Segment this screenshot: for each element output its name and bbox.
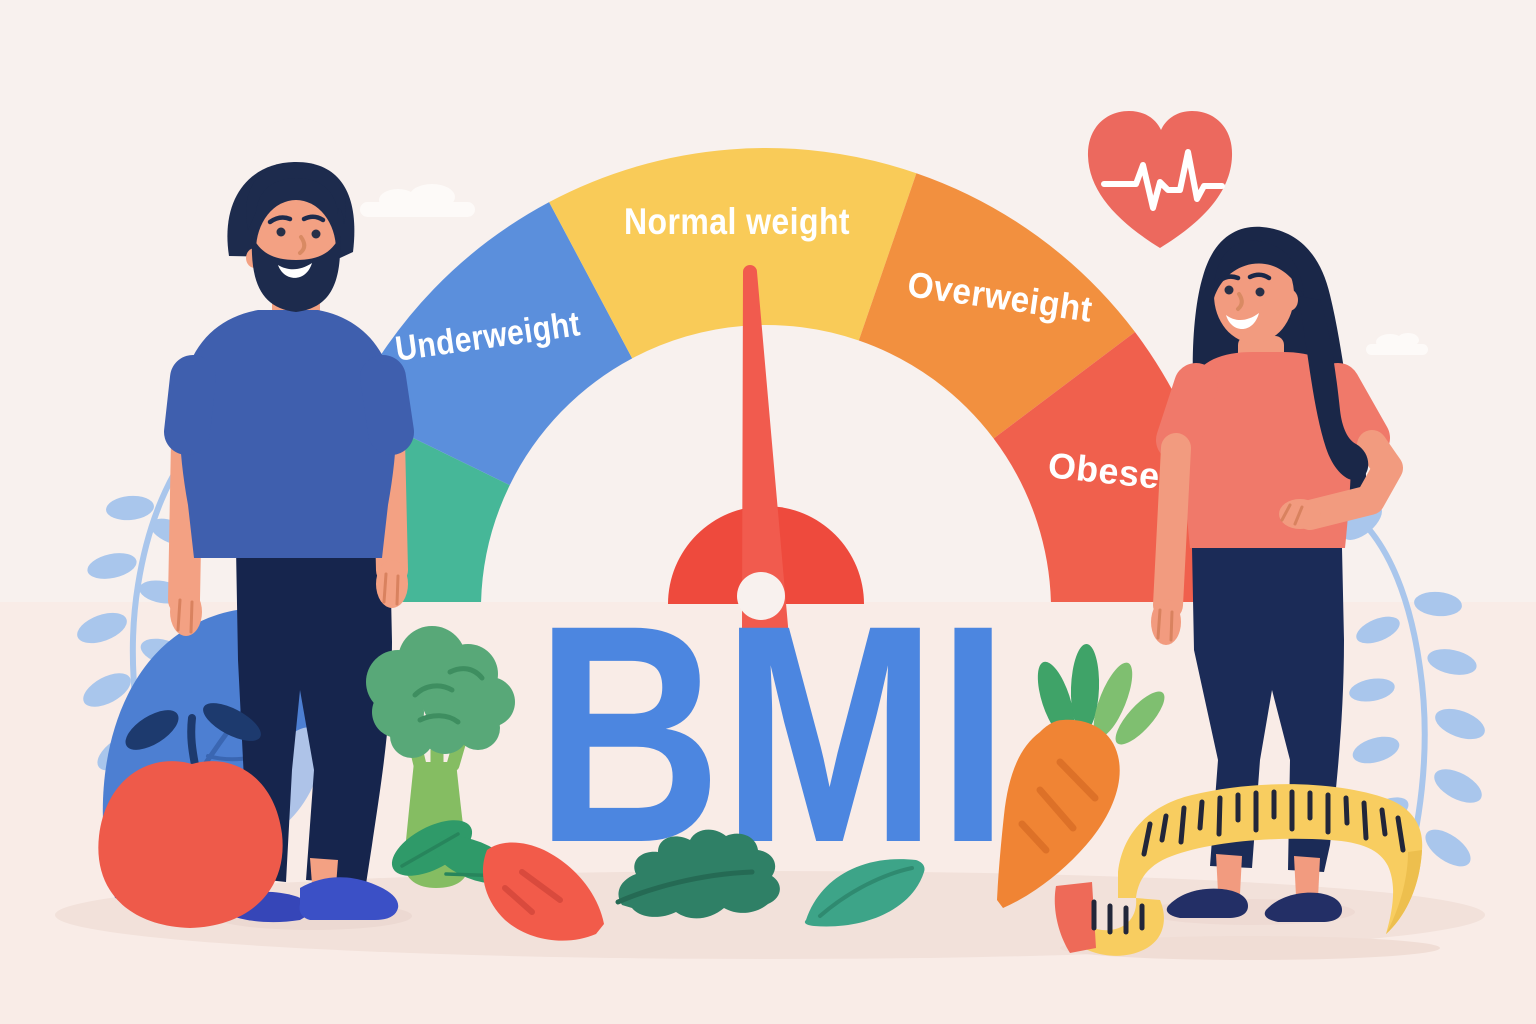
needle-pivot [737,572,785,620]
measuring-tape [1054,784,1423,956]
clouds [360,184,1428,355]
woman-eye-left [1224,285,1234,295]
woman-flat-left [1166,888,1248,918]
small-leaf-blade [804,859,925,927]
man-eye-left [276,227,286,237]
bmi-gauge: Underweight Normal weight Overweight Obe… [304,148,1228,602]
tape-end-cap [1054,882,1096,953]
woman-arm-right [1295,430,1403,530]
man-shirt [179,310,397,558]
heartbeat-heart-icon [1087,111,1233,248]
woman-fringe [1213,240,1304,298]
woman-hair-strand [1298,296,1369,481]
gauge-needle-assembly [668,265,864,651]
cloud-right [1366,333,1428,355]
woman [1151,226,1403,922]
woman-hand-left [1151,599,1181,645]
broccoli-head-lines [412,666,485,725]
woman-mouth [1226,313,1259,329]
man-shoe-right [299,877,399,920]
man [164,161,414,923]
tape-shadow [1060,936,1440,960]
kale-stem [615,869,755,905]
woman-hand-lines [1156,503,1304,642]
carrot-streaks [1018,758,1099,854]
broccoli [366,626,515,888]
carrot-top-blade [1093,662,1133,738]
woman-eye-right [1255,287,1265,297]
branch-leaves [1342,504,1485,867]
gauge-needle [742,265,789,651]
woman-flat-right [1264,892,1342,922]
small-leaf-vein [818,866,914,918]
woman-nose [1236,292,1244,311]
kale-blade [618,829,780,919]
carrot-top-blade [1037,661,1075,739]
man-mouth [278,263,312,278]
carrot [997,644,1165,908]
kale-leaf [615,829,780,919]
woman-arm-left [1153,433,1191,620]
man-hand-lines [176,572,400,634]
cloud-left [360,184,475,217]
woman-shirt [1183,352,1352,548]
apple-stem [187,714,200,774]
woman-ankle-right [1294,856,1320,898]
woman-sleeve-left [1156,363,1218,462]
man-nose [298,235,307,255]
man-hand-left [170,588,202,636]
carrot-piece-streaks [502,869,563,915]
carrot-piece [482,842,604,941]
apple [98,703,283,928]
apple-leaf-left [125,710,179,750]
gauge-segment-underweight [350,202,633,486]
ekg-line [1101,149,1225,211]
woman-eyebrows [1216,272,1272,284]
tape-fold-shade [1386,850,1422,934]
woman-ankle-left [1216,854,1242,894]
small-leaf [804,859,925,927]
carrot-top-blade [1115,691,1165,745]
tape-ticks [1091,789,1406,935]
man-hair-front [246,162,346,230]
broccoli-head [366,626,515,758]
man-eyebrows [267,214,326,225]
carrot-piece-body [482,842,604,941]
apple-body [98,761,283,928]
man-hand-right [376,560,408,608]
man-sleeve-right [360,355,414,455]
gauge-segment-overweight [858,173,1135,439]
man-sleeve-left [164,355,216,455]
carrot-top-blade [1070,644,1100,732]
gauge-segment-normal [549,148,917,359]
apple-leaf-right [203,703,261,741]
woman-sleeve-right [1316,363,1390,460]
bmi-title: BMI [535,560,1009,907]
label-normal-weight: Normal weight [624,201,850,242]
man-eye-right [311,229,321,239]
